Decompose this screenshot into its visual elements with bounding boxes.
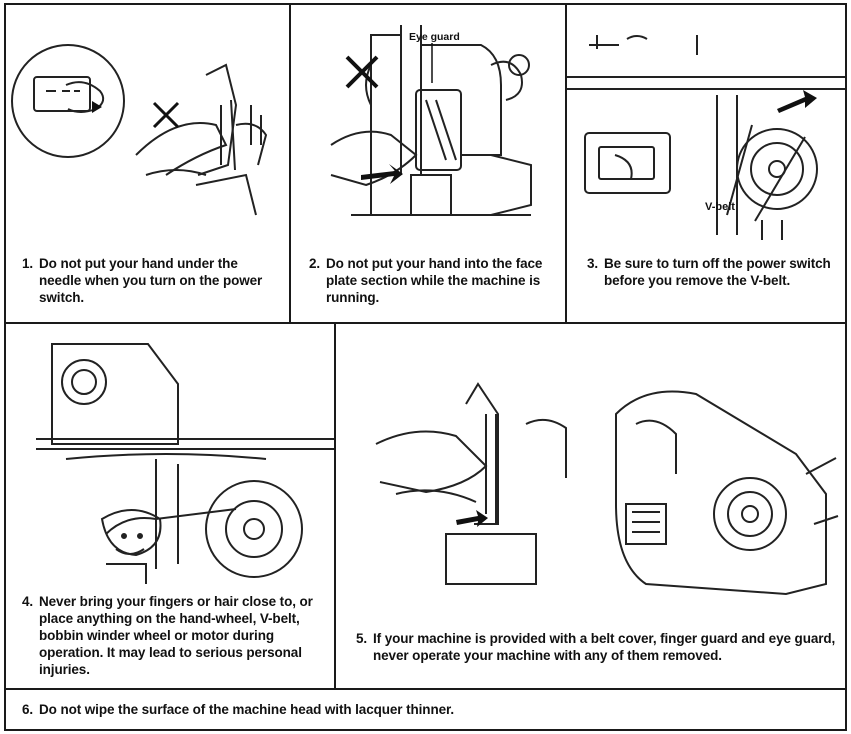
illustration-guards (336, 324, 845, 604)
caption-text: Do not wipe the surface of the machine h… (22, 701, 822, 718)
panel-1: 1. Do not put your hand under the needle… (4, 3, 291, 324)
caption-3: 3. Be sure to turn off the power switch … (587, 255, 843, 289)
panel-6: 6. Do not wipe the surface of the machin… (4, 688, 847, 731)
caption-text: Do not put your hand under the needle wh… (22, 255, 282, 306)
safety-instructions-sheet: 1. Do not put your hand under the needle… (4, 3, 847, 731)
caption-text: Be sure to turn off the power switch bef… (587, 255, 843, 289)
arrow-icon (92, 101, 102, 113)
eye-guard-label: Eye guard (409, 31, 460, 43)
caption-5: 5. If your machine is provided with a be… (356, 630, 842, 664)
panel-2: Eye guard 2. Do not put your hand into t… (289, 3, 567, 324)
caption-number: 4. (22, 593, 33, 610)
caption-text: Never bring your fingers or hair close t… (22, 593, 334, 678)
panel-3: V-belt 3. Be sure to turn off the power … (565, 3, 847, 324)
panel-5: 5. If your machine is provided with a be… (334, 322, 847, 690)
v-belt-label: V-belt (705, 201, 735, 213)
illustration-hand-under-needle (6, 5, 289, 245)
caption-text: If your machine is provided with a belt … (356, 630, 842, 664)
caption-4: 4. Never bring your fingers or hair clos… (22, 593, 334, 678)
caption-6: 6. Do not wipe the surface of the machin… (22, 701, 822, 718)
caption-number: 3. (587, 255, 598, 272)
caption-1: 1. Do not put your hand under the needle… (22, 255, 282, 306)
caption-number: 2. (309, 255, 320, 272)
arrow-icon (777, 90, 817, 113)
prohibited-x-icon (154, 103, 178, 127)
panel-4: 4. Never bring your fingers or hair clos… (4, 322, 336, 690)
prohibited-x-icon (347, 57, 377, 87)
caption-2: 2. Do not put your hand into the face pl… (309, 255, 559, 306)
arrow-icon (361, 164, 403, 184)
caption-number: 5. (356, 630, 367, 647)
illustration-handwheel-hair (6, 324, 334, 584)
caption-number: 1. (22, 255, 33, 272)
caption-number: 6. (22, 701, 33, 718)
caption-text: Do not put your hand into the face plate… (309, 255, 559, 306)
